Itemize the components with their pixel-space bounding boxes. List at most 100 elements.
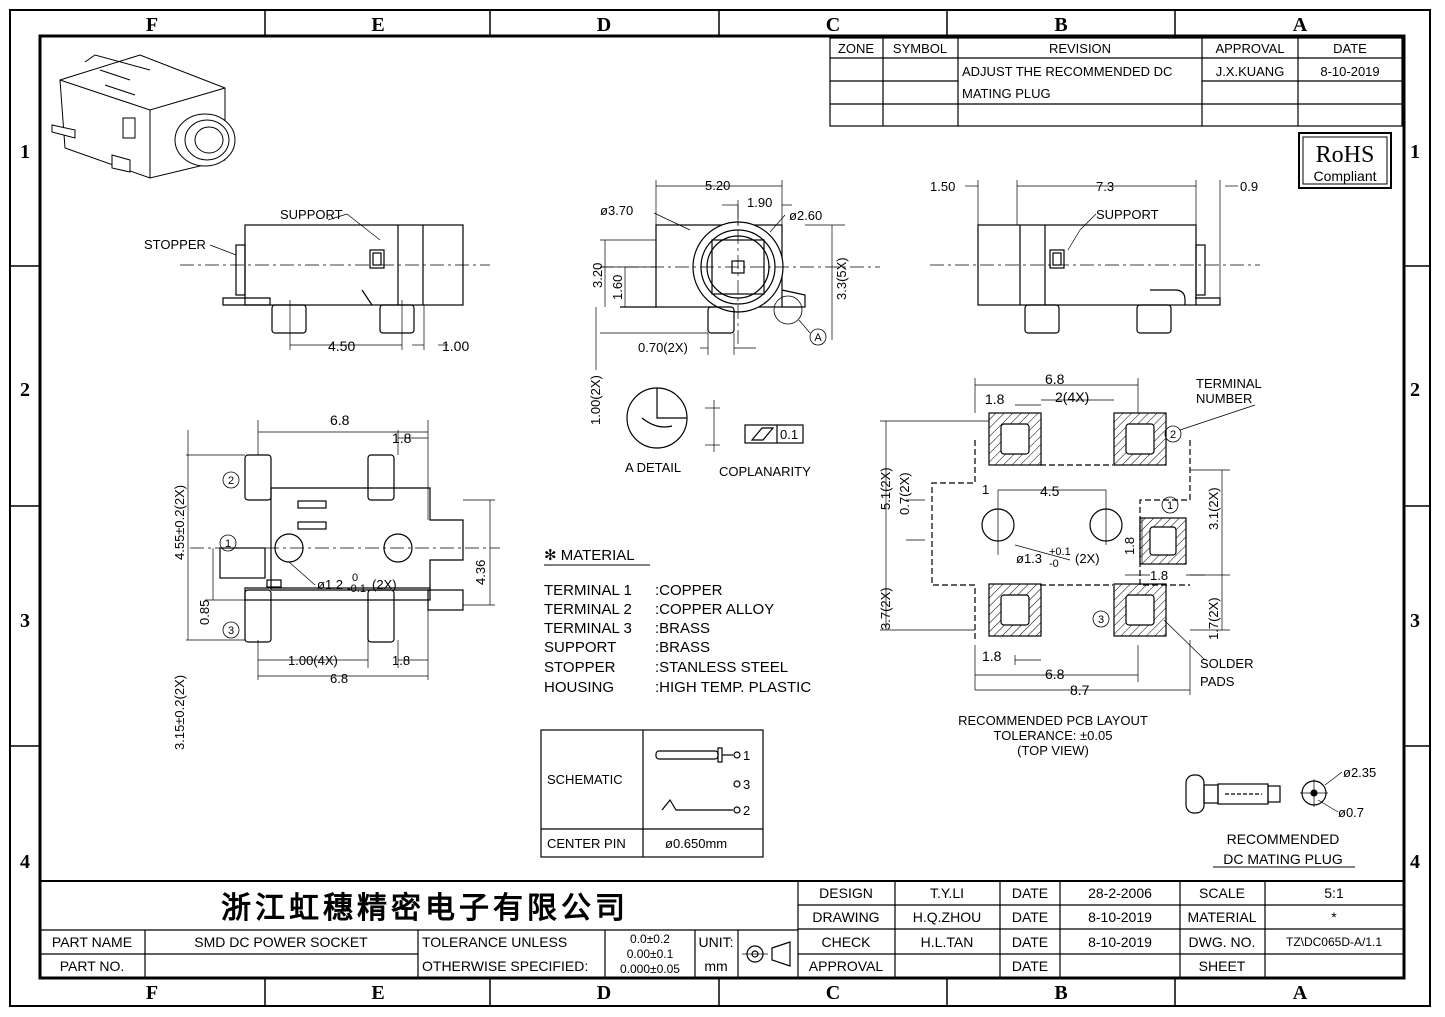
part-no-label: PART NO. bbox=[60, 958, 125, 974]
label-terminal: TERMINAL bbox=[1196, 376, 1262, 391]
pad-number-2: 2 bbox=[1170, 429, 1176, 441]
row-label-right: 3 bbox=[1410, 610, 1420, 632]
center-pin-value: ø0.650mm bbox=[665, 836, 727, 851]
col-label-bottom: C bbox=[826, 982, 840, 1004]
label-support-right: SUPPORT bbox=[1096, 207, 1159, 222]
pad-number-3: 3 bbox=[1098, 614, 1104, 626]
detail-a: A DETAIL COPLANARITY 0.1 bbox=[625, 387, 811, 479]
part-name-value: SMD DC POWER SOCKET bbox=[194, 934, 368, 950]
sheet-label: SHEET bbox=[1199, 958, 1246, 974]
material-value: * bbox=[1331, 909, 1337, 925]
pcb-dim-3-1: 3.1(2X) bbox=[1206, 487, 1221, 530]
row-label-left: 2 bbox=[20, 379, 30, 401]
approval-label: APPROVAL bbox=[809, 958, 884, 974]
col-label-top: F bbox=[146, 14, 158, 36]
dim-5-20: 5.20 bbox=[705, 178, 730, 193]
hole-count: (2X) bbox=[372, 577, 397, 592]
schematic-pin-2: 2 bbox=[743, 803, 750, 818]
plug-label-dc-mating: DC MATING PLUG bbox=[1223, 851, 1343, 867]
dim-3-15: 3.15±0.2(2X) bbox=[172, 675, 187, 750]
rev-header-symbol: SYMBOL bbox=[893, 41, 947, 56]
pad-number-1: 1 bbox=[1167, 500, 1173, 512]
label-stopper: STOPPER bbox=[144, 237, 206, 252]
pcb-hole-tol-lower: -0 bbox=[1049, 558, 1059, 570]
rev-header-revision: REVISION bbox=[1049, 41, 1111, 56]
company-name: 浙江虹穗精密电子有限公司 bbox=[221, 891, 629, 926]
label-a-detail: A DETAIL bbox=[625, 460, 681, 475]
rev-description: ADJUST THE RECOMMENDED DC bbox=[962, 64, 1172, 79]
label-coplanarity: COPLANARITY bbox=[719, 464, 811, 479]
design-name: T.Y.LI bbox=[930, 885, 964, 901]
revision-table: ZONE SYMBOL REVISION APPROVAL DATE ADJUS… bbox=[829, 37, 1403, 127]
dim-1-00-4x: 1.00(4X) bbox=[288, 653, 338, 668]
col-label-bottom: F bbox=[146, 982, 158, 1004]
pcb-dim-3-7: 3.7(2X) bbox=[878, 587, 893, 630]
col-label-bottom: D bbox=[597, 982, 611, 1004]
material-value: :COPPER ALLOY bbox=[655, 601, 774, 618]
hole-tol-upper: 0 bbox=[352, 572, 358, 584]
row-label-left: 1 bbox=[20, 141, 30, 163]
dim-3-20: 3.20 bbox=[590, 263, 605, 288]
rev-date: 8-10-2019 bbox=[1320, 64, 1379, 79]
schematic-label: SCHEMATIC bbox=[547, 772, 623, 787]
material-value: :HIGH TEMP. PLASTIC bbox=[655, 679, 811, 696]
dim-3-3-5x: 3.3(5X) bbox=[834, 257, 849, 300]
rev-header-zone: ZONE bbox=[838, 41, 874, 56]
label-support: SUPPORT bbox=[280, 207, 343, 222]
pcb-layout: 6.8 1.8 2(4X) TERMINAL NUMBER 5.1(2X) 0.… bbox=[878, 371, 1262, 758]
material-value: :COPPER bbox=[655, 582, 723, 599]
title-block: 浙江虹穗精密电子有限公司 DESIGN T.Y.LI DATE 28-2-200… bbox=[39, 880, 1405, 979]
dim-hole-1-2: ø1.2 bbox=[317, 577, 343, 592]
schematic-pin-1: 1 bbox=[743, 748, 750, 763]
material-value: :BRASS bbox=[655, 620, 710, 637]
col-label-bottom: A bbox=[1293, 982, 1308, 1004]
pcb-dim-1-7: 1.7(2X) bbox=[1206, 597, 1221, 640]
col-label-bottom: E bbox=[371, 982, 384, 1004]
date-label: DATE bbox=[1012, 934, 1048, 950]
row-label-right: 1 bbox=[1410, 141, 1420, 163]
tolerance-label: TOLERANCE UNLESS bbox=[422, 934, 567, 950]
dim-1-8-bottom: 1.8 bbox=[392, 653, 410, 668]
scale-label: SCALE bbox=[1199, 885, 1245, 901]
rohs-badge: RoHS Compliant bbox=[1298, 132, 1392, 189]
pcb-dim-1-8-vert: 1.8 bbox=[1122, 537, 1137, 555]
pcb-dim-0-7: 0.7(2X) bbox=[897, 472, 912, 515]
check-date: 8-10-2019 bbox=[1088, 934, 1152, 950]
bottom-view: 6.8 1.8 4.55±0.2(2X) 4.36 0.85 3.15±0.2(… bbox=[172, 412, 500, 750]
scale-value: 5:1 bbox=[1324, 885, 1344, 901]
pcb-hole-1: 1 bbox=[982, 482, 989, 497]
pin-number-3: 3 bbox=[228, 625, 234, 637]
rev-header-approval: APPROVAL bbox=[1215, 41, 1284, 56]
material-list: ✻ MATERIAL TERMINAL 1 :COPPER TERMINAL 2… bbox=[544, 547, 811, 696]
dim-1-00: 1.00 bbox=[442, 338, 469, 354]
pcb-dim-8-7: 8.7 bbox=[1070, 682, 1090, 698]
rohs-title: RoHS bbox=[1316, 142, 1375, 168]
part-name-label: PART NAME bbox=[52, 934, 132, 950]
isometric-view bbox=[51, 54, 236, 179]
pcb-hole-tol-upper: +0.1 bbox=[1049, 546, 1071, 558]
material-part: HOUSING bbox=[544, 679, 614, 696]
unit-label: UNIT: bbox=[699, 934, 734, 950]
tolerance-label-cont: OTHERWISE SPECIFIED: bbox=[422, 958, 588, 974]
col-label-bottom: B bbox=[1054, 982, 1067, 1004]
row-label-right: 2 bbox=[1410, 379, 1420, 401]
date-label: DATE bbox=[1012, 958, 1048, 974]
dim-1-00-2x: 1.00(2X) bbox=[588, 375, 603, 425]
coplanarity-tolerance: 0.1 bbox=[780, 427, 798, 442]
pcb-dim-1-8-bottom: 1.8 bbox=[982, 648, 1002, 664]
col-label-top: D bbox=[597, 14, 611, 36]
date-label: DATE bbox=[1012, 885, 1048, 901]
schematic-pin-3: 3 bbox=[743, 777, 750, 792]
pcb-view-label: (TOP VIEW) bbox=[1017, 743, 1089, 758]
dim-4-50: 4.50 bbox=[328, 338, 355, 354]
pcb-layout-title: RECOMMENDED PCB LAYOUT bbox=[958, 713, 1148, 728]
design-label: DESIGN bbox=[819, 885, 873, 901]
mating-plug: ø2.35 ø0.7 RECOMMENDED DC MATING PLUG bbox=[1185, 765, 1376, 868]
pcb-dim-5-1: 5.1(2X) bbox=[878, 467, 893, 510]
date-label: DATE bbox=[1012, 909, 1048, 925]
pin-number-1: 1 bbox=[225, 538, 231, 550]
pcb-dim-4-5: 4.5 bbox=[1040, 483, 1060, 499]
material-part: STOPPER bbox=[544, 659, 616, 676]
dim-1-50: 1.50 bbox=[930, 179, 955, 194]
label-number: NUMBER bbox=[1196, 391, 1252, 406]
